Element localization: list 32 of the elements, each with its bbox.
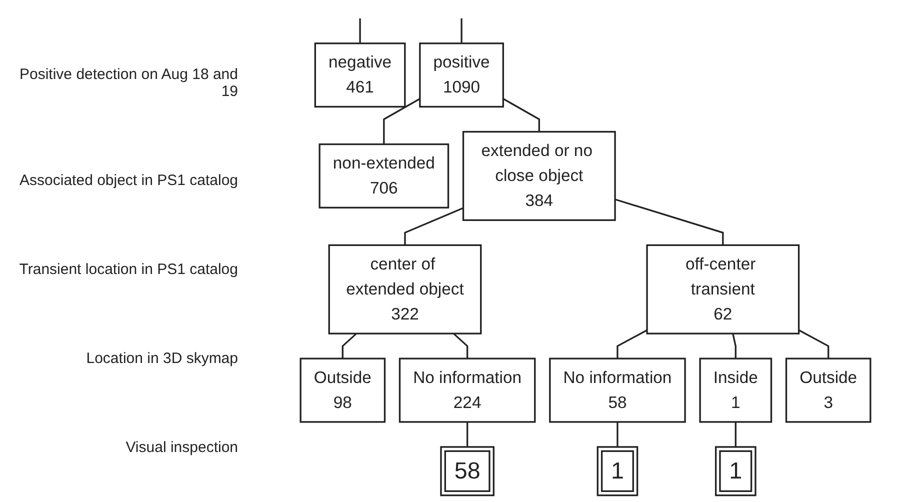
node-box: center of extended object 322 (328, 244, 482, 334)
node-box: Outside 3 (785, 358, 872, 423)
node-box: Inside 1 (699, 358, 772, 423)
connector (404, 207, 464, 246)
connector (342, 332, 357, 359)
connector (502, 98, 540, 132)
node-box: No information 58 (549, 358, 686, 423)
row-label: Positive detection on Aug 18 and 19 (18, 66, 239, 100)
node-box: positive 1090 (419, 42, 504, 108)
connector (734, 422, 736, 447)
connector (466, 422, 468, 447)
row-label: Visual inspection (124, 439, 239, 456)
connector (614, 198, 724, 246)
connector (359, 18, 361, 44)
node-box: 58 (440, 446, 494, 496)
node-box: 1 (714, 446, 756, 496)
row-label: Transient location in PS1 catalog (18, 261, 239, 278)
connector (732, 333, 736, 359)
node-box: extended or no close object 384 (462, 130, 616, 221)
connector (460, 18, 462, 44)
node-box: No information 224 (398, 358, 536, 423)
connector (453, 332, 468, 359)
node-box: off-center transient 62 (646, 244, 800, 334)
row-label: Associated object in PS1 catalog (18, 172, 239, 189)
node-box: non-extended 706 (318, 143, 450, 208)
row-label: Location in 3D skymap (85, 350, 239, 367)
connector (616, 329, 648, 359)
connector (798, 329, 830, 359)
node-box: Outside 98 (300, 358, 386, 423)
node-box: 1 (596, 446, 638, 496)
node-box: negative 461 (314, 42, 406, 108)
connector (616, 422, 618, 447)
